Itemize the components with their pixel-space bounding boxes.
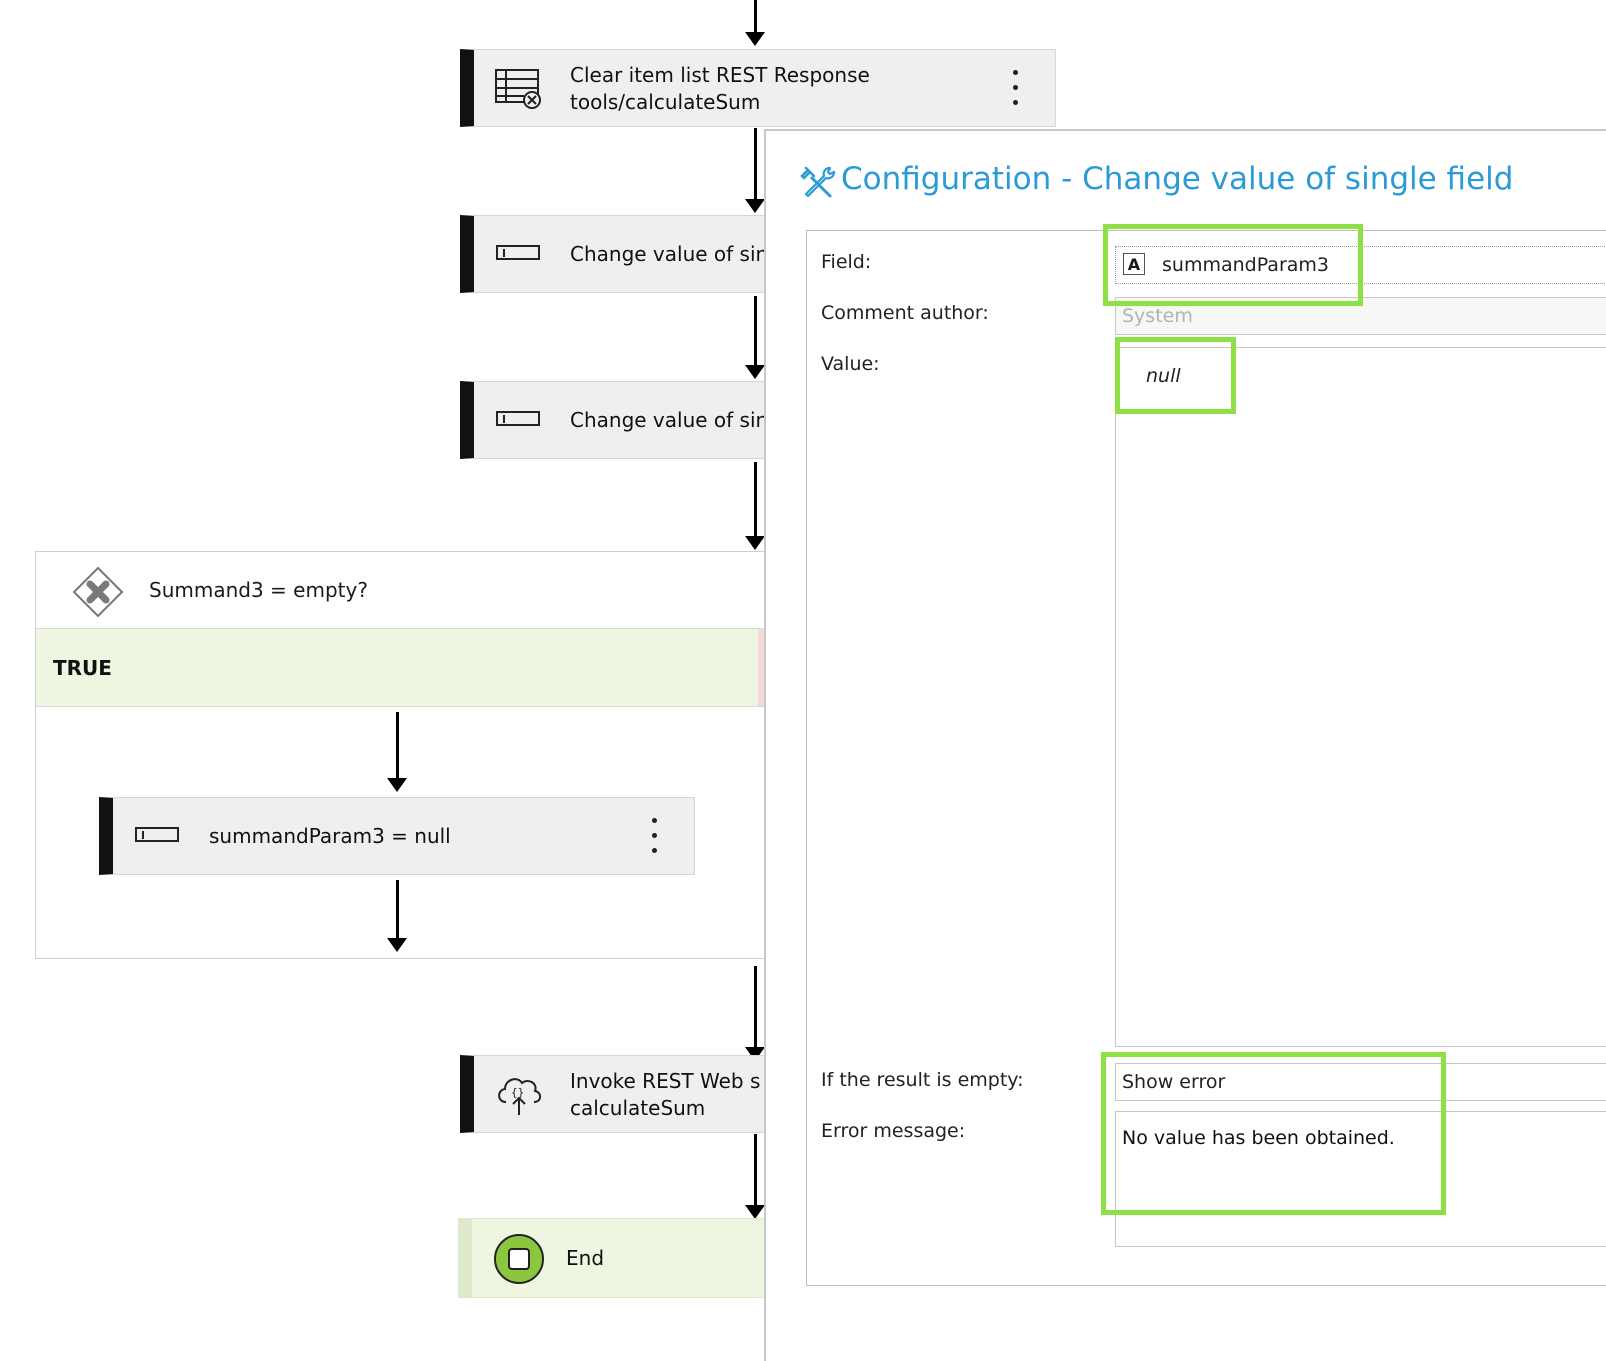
connector-top: [754, 0, 757, 34]
comment-author-placeholder: System: [1122, 305, 1193, 327]
highlight-value: [1115, 337, 1236, 414]
clear-node-subtitle: tools/calculateSum: [570, 90, 761, 114]
end-node[interactable]: End: [458, 1218, 770, 1298]
true-branch-label: TRUE: [53, 656, 112, 680]
clear-node-title: Clear item list REST Response: [570, 63, 870, 87]
connector-inner-1: [396, 712, 399, 780]
kebab-menu-icon[interactable]: [1012, 70, 1020, 110]
arrow-3: [745, 536, 765, 550]
connector-1: [754, 128, 757, 201]
field-icon: [135, 827, 179, 842]
arrow-inner-2: [387, 938, 407, 952]
value-text: null: [1146, 365, 1181, 387]
field-icon: [496, 245, 540, 260]
connector-inner-2: [396, 880, 399, 940]
rest-cloud-icon: {}: [498, 1078, 542, 1115]
config-title: Configuration - Change value of single f…: [841, 161, 1514, 197]
configuration-panel: Configuration - Change value of single f…: [764, 129, 1606, 1361]
arrow-1: [745, 199, 765, 213]
arrow-5: [745, 1205, 765, 1219]
change-value-node-1[interactable]: Change value of sin: [460, 215, 770, 293]
highlight-error-settings: [1101, 1052, 1446, 1215]
inner-node-label: summandParam3 = null: [209, 824, 451, 848]
invoke-node-subtitle: calculateSum: [570, 1096, 706, 1120]
invoke-node-title: Invoke REST Web s: [570, 1069, 761, 1093]
invoke-rest-node[interactable]: {} Invoke REST Web s calculateSum: [460, 1055, 770, 1133]
connector-3: [754, 462, 757, 538]
comment-author-label: Comment author:: [821, 302, 989, 324]
kebab-menu-icon[interactable]: [651, 818, 659, 858]
highlight-field: [1103, 224, 1363, 306]
field-value: summandParam3: [1162, 254, 1330, 276]
error-message-input[interactable]: No value has been obtained.: [1115, 1111, 1606, 1247]
value-editor[interactable]: null: [1115, 347, 1606, 1047]
field-label: Field:: [821, 251, 872, 273]
connector-4: [754, 966, 757, 1049]
true-branch-header[interactable]: TRUE: [36, 628, 764, 707]
stop-icon: [494, 1234, 544, 1284]
field-type-badge: A: [1123, 253, 1145, 275]
svg-text:{}: {}: [511, 1086, 524, 1099]
false-branch-edge: [758, 629, 764, 706]
connector-5: [754, 1134, 757, 1207]
if-empty-value: Show error: [1122, 1071, 1226, 1093]
end-node-label: End: [566, 1246, 605, 1270]
change-value-node-2[interactable]: Change value of sin: [460, 381, 770, 459]
connector-2: [754, 296, 757, 367]
if-empty-label: If the result is empty:: [821, 1069, 1024, 1091]
change-node-1-label: Change value of sin: [570, 242, 769, 266]
condition-label: Summand3 = empty?: [149, 578, 368, 602]
change-node-2-label: Change value of sin: [570, 408, 769, 432]
error-message-value: No value has been obtained.: [1122, 1127, 1395, 1149]
table-clear-icon: [495, 69, 541, 109]
arrow-inner-1: [387, 778, 407, 792]
if-empty-select[interactable]: Show error: [1115, 1063, 1606, 1101]
condition-block[interactable]: Summand3 = empty? TRUE summandParam3 = n…: [35, 551, 765, 959]
arrow-top: [745, 32, 765, 46]
clear-item-list-node[interactable]: Clear item list REST Response tools/calc…: [460, 49, 1056, 127]
arrow-2: [745, 365, 765, 379]
tools-icon: [800, 166, 836, 198]
condition-x-icon: [72, 566, 124, 618]
value-label: Value:: [821, 353, 880, 375]
inner-change-value-node[interactable]: summandParam3 = null: [99, 797, 695, 875]
field-icon: [496, 411, 540, 426]
error-message-label: Error message:: [821, 1120, 966, 1142]
